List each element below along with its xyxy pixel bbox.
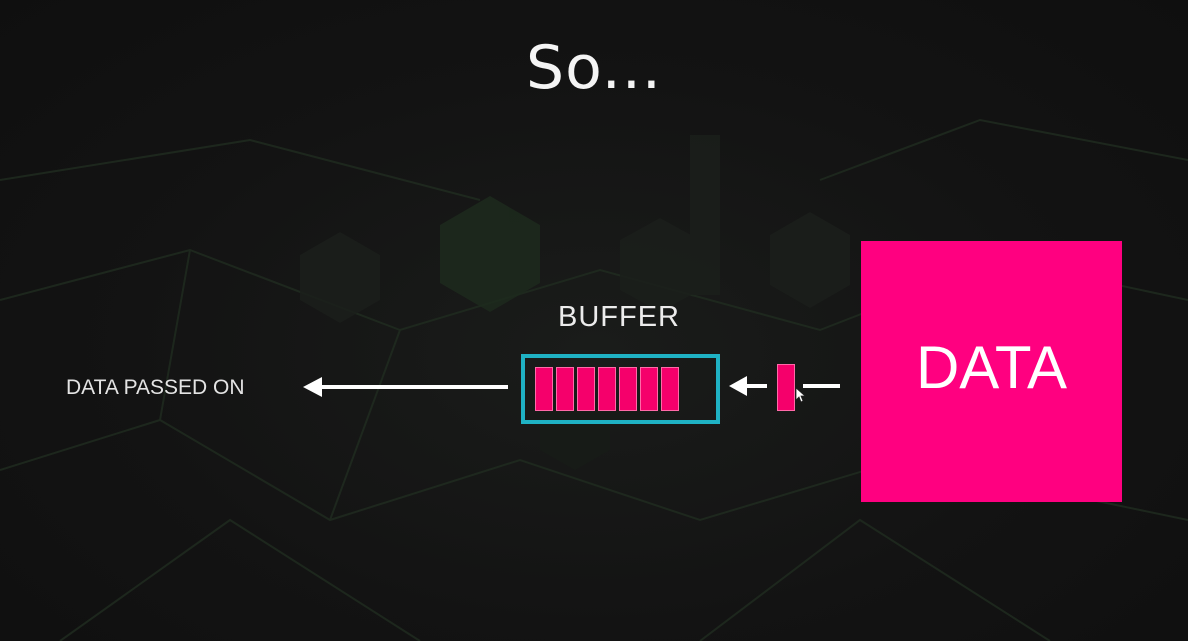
buffer-chunk — [577, 367, 595, 411]
buffer-chunk — [598, 367, 616, 411]
buffer-chunk — [661, 367, 679, 411]
node-logo-watermark — [300, 135, 850, 470]
buffer-chunk — [619, 367, 637, 411]
buffer-label: BUFFER — [558, 301, 680, 333]
buffer-chunk — [535, 367, 553, 411]
slide-title: So... — [526, 33, 662, 103]
incoming-data-chunk — [777, 364, 795, 411]
buffer-chunk — [556, 367, 574, 411]
buffer-chunk — [640, 367, 658, 411]
data-passed-on-label: DATA PASSED ON — [66, 376, 245, 399]
buffer-container — [521, 354, 720, 424]
data-source-block: DATA — [861, 241, 1122, 502]
data-source-label: DATA — [915, 334, 1068, 401]
